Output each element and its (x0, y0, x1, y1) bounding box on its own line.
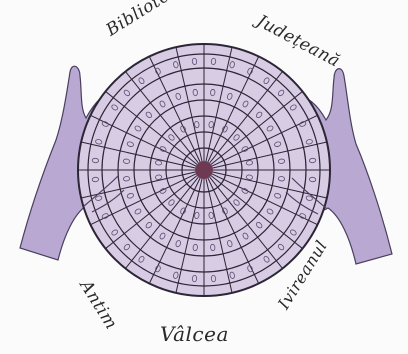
dome-center (195, 161, 213, 179)
label-valcea: Vâlcea (160, 322, 229, 346)
